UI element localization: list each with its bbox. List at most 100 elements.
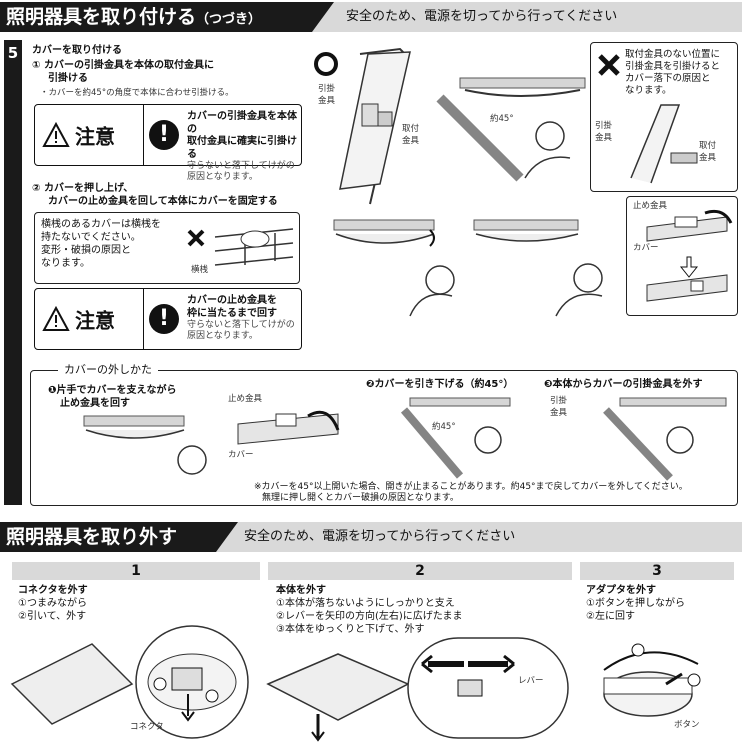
substep-1-line1: ① カバーの引掛金具を本体の取付金具に	[32, 60, 214, 71]
label-button: ボタン	[674, 720, 700, 730]
caution-box-2: 注意 ! カバーの止め金具を 枠に当たるまで回す 守らないと落下してけがの 原因…	[34, 288, 302, 350]
label-kanagu2: 金具	[402, 136, 420, 146]
label-hikkake: 引掛	[595, 121, 613, 131]
label-angle: 約45°	[490, 114, 514, 124]
warning-triangle-icon	[42, 121, 70, 147]
label-kanagu: 金具	[550, 408, 568, 418]
step1-line1: ①つまみながら	[18, 598, 87, 609]
figure-hook-attach: 引掛 金具 取付 金具	[310, 44, 450, 205]
body-lever-diagram-icon	[266, 637, 569, 742]
substep-2-line1: ② カバーを押し上げ、	[32, 183, 134, 194]
step2-line2: ②レバーを矢印の方向(左右)に広げたまま	[276, 611, 463, 622]
step3-line2: ②左に回す	[586, 611, 635, 622]
warning-line: 引掛金具を引掛けると	[625, 61, 721, 72]
warning-line: カバー落下の原因と	[625, 73, 711, 84]
warning-line: なります。	[625, 85, 672, 96]
caution-sub: 守らないと落下してけがの	[187, 320, 295, 330]
removal-step3: ❸本体からカバーの引掛金具を外す	[544, 379, 703, 390]
label-cover: カバー	[228, 450, 254, 460]
caution-line: 枠に当たるまで回す	[187, 307, 277, 319]
figure-removal-1	[80, 412, 210, 482]
step1-line2: ②引いて、外す	[18, 611, 87, 622]
crossbar-diagram-icon	[187, 228, 294, 266]
caution-box-1: 注意 ! カバーの引掛金具を本体の 取付金具に確実に引掛ける 守らないと落下して…	[34, 104, 302, 182]
label-kanagu: 金具	[595, 133, 613, 143]
caution-sub: 原因となります。	[187, 331, 258, 341]
removal-title: カバーの外しかた	[58, 363, 158, 376]
figure-step2-body: レバー	[266, 634, 574, 742]
caution-sub: 守らないと落下してけがの	[187, 161, 295, 171]
caution-line: 取付金具に確実に引掛ける	[187, 136, 297, 160]
person-hold-cover-icon	[83, 415, 207, 475]
label-crossbar: 横桟	[191, 265, 209, 275]
stopper-rotate-icon	[646, 209, 733, 302]
warning-text: 取付金具のない位置に 引掛金具を引掛けると カバー落下の原因と なります。	[625, 49, 720, 97]
figure-step3-adapter: ボタン	[586, 624, 736, 740]
person-remove-cover-icon	[603, 397, 727, 481]
label-hikkake: 引掛	[318, 84, 336, 94]
safety-note: 安全のため、電源を切ってから行ってください	[244, 529, 516, 544]
hook-diagram-icon	[314, 47, 411, 205]
warning-box: 取付金具のない位置に 引掛金具を引掛けると カバー落下の原因と なります。 引掛…	[590, 42, 738, 192]
figure-cover-45: 約45°	[436, 58, 590, 182]
note-line: なります。	[41, 258, 90, 269]
step-number: 5	[4, 40, 22, 505]
removal-step2: ❷カバーを引き下げる（約45°）	[366, 379, 514, 390]
exclamation-icon: !	[149, 120, 179, 150]
step2-line3: ③本体をゆっくりと下げて、外す	[276, 624, 425, 635]
note-text: 横桟のあるカバーは横桟を 持たないでください。 変形・破損の原因と なります。	[41, 218, 161, 270]
label-lever: レバー	[518, 676, 544, 686]
bracket-diagram-icon	[630, 104, 698, 184]
connector-diagram-icon	[10, 625, 249, 739]
caution-message: カバーの引掛金具を本体の 取付金具に確実に引掛ける 守らないと落下してけがの 原…	[187, 111, 301, 183]
figure-push-up	[330, 208, 460, 318]
label-cover: カバー	[633, 243, 659, 253]
step-heading: カバーを取り付ける	[32, 45, 122, 56]
substep-1-note: ・カバーを約45°の角度で本体に合わせ引掛ける。	[40, 88, 234, 98]
figure-removal-3: 引掛 金具	[550, 394, 730, 481]
figure-rotate-stopper	[470, 208, 610, 318]
step3-line1: ①ボタンを押しながら	[586, 598, 685, 609]
label-hikkake: 引掛	[550, 396, 568, 406]
label-stopper: 止め金具	[228, 394, 263, 404]
label-toritsuke: 取付	[699, 141, 717, 151]
safety-note: 安全のため、電源を切ってから行ってください	[346, 9, 618, 24]
label-toritsuke: 取付	[402, 124, 420, 134]
note-line: 変形・破損の原因と	[41, 245, 131, 256]
warning-line: 取付金具のない位置に	[625, 49, 721, 60]
caution-label: 注意	[75, 124, 115, 149]
removal-step-header-3: 3	[580, 562, 734, 580]
removal-step1-line2: 止め金具を回す	[60, 398, 130, 409]
removal-step-header-2: 2	[268, 562, 572, 580]
step3-title: アダプタを外す	[586, 585, 656, 596]
note-line: 横桟のあるカバーは横桟を	[41, 219, 161, 230]
removal-footnote-1: ※カバーを45°以上開いた場合、開きが止まることがあります。約45°まで戻してカ…	[254, 482, 688, 492]
adapter-diagram-icon	[603, 643, 701, 717]
warning-triangle-icon	[42, 305, 70, 331]
label-kanagu: 金具	[318, 96, 336, 106]
stopper-detail-box: 止め金具 カバー	[626, 196, 738, 316]
step2-line1: ①本体が落ちないようにしっかりと支え	[276, 598, 455, 609]
removal-footnote-2: 無理に押し開くとカバー破損の原因となります。	[262, 493, 459, 503]
caution-label: 注意	[75, 308, 115, 333]
caution-line: カバーの止め金具を	[187, 295, 277, 306]
stopper-turn-icon	[237, 410, 340, 445]
person-cover-icon	[436, 77, 586, 182]
label-angle: 約45°	[432, 422, 456, 432]
step2-title: 本体を外す	[276, 585, 326, 596]
person-rotate-icon	[473, 219, 603, 317]
section-title: 照明器具を取り外す	[0, 522, 216, 552]
substep-1-line2: 引掛ける	[48, 73, 88, 84]
person-pull-cover-icon	[400, 397, 511, 479]
substep-2-line2: カバーの止め金具を回して本体にカバーを固定する	[48, 196, 278, 207]
figure-removal-2: 約45°	[400, 396, 520, 479]
figure-stopper-detail: 止め金具 カバー	[228, 394, 348, 464]
caution-line: カバーの引掛金具を本体の	[187, 111, 297, 135]
caution-message: カバーの止め金具を 枠に当たるまで回す 守らないと落下してけがの 原因となります…	[187, 295, 295, 342]
removal-step1-line1: ❶片手でカバーを支えながら	[48, 385, 177, 396]
exclamation-icon: !	[149, 304, 179, 334]
step1-title: コネクタを外す	[18, 585, 88, 596]
label-kanagu2: 金具	[699, 153, 717, 163]
header-notch	[312, 2, 334, 32]
section-header-remove: 照明器具を取り外す 安全のため、電源を切ってから行ってください	[0, 522, 742, 552]
